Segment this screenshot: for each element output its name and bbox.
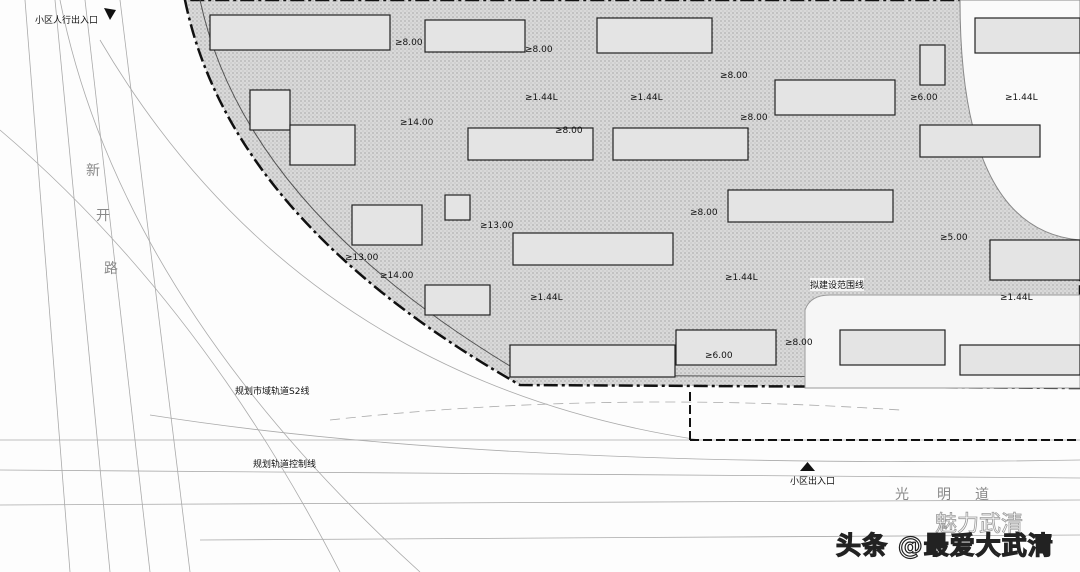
dimension-label: ≥1.44L — [630, 93, 663, 103]
building — [209, 14, 391, 51]
pedestrian-entrance-label: 小区人行出入口 — [35, 16, 99, 26]
dimension-label: ≥8.00 — [555, 126, 583, 136]
dimension-label: ≥6.00 — [910, 93, 938, 103]
building — [444, 194, 471, 221]
dimension-label: ≥6.00 — [705, 351, 733, 361]
building — [839, 329, 946, 366]
rail-s2-label: 规划市域轨道S2线 — [235, 387, 310, 397]
dimension-label: ≥14.00 — [380, 271, 414, 281]
dimension-label: ≥1.44L — [1000, 293, 1033, 303]
building — [612, 127, 749, 161]
building — [675, 329, 777, 366]
entrance-label: 小区出入口 — [790, 477, 836, 487]
lawn-area — [959, 0, 1080, 241]
dimension-label: ≥1.44L — [725, 273, 758, 283]
building — [424, 284, 491, 316]
buildings — [209, 14, 1080, 378]
dimension-label: ≥1.44L — [525, 93, 558, 103]
dimension-label: ≥13.00 — [480, 221, 514, 231]
build-boundary-line — [689, 390, 1080, 441]
dimension-label: ≥8.00 — [740, 113, 768, 123]
building — [467, 127, 594, 161]
dimension-label: ≥5.00 — [940, 233, 968, 243]
building — [351, 204, 423, 246]
rail-control-label: 规划轨道控制线 — [253, 460, 317, 470]
road-south-char-1: 光 — [895, 487, 909, 503]
building — [512, 232, 674, 266]
watermark-main: 头条 @最爱大武清 — [835, 530, 1054, 560]
building — [974, 17, 1080, 54]
building — [509, 344, 676, 378]
building — [989, 239, 1080, 281]
building — [249, 89, 291, 131]
building — [424, 19, 526, 53]
building — [289, 124, 356, 166]
dimension-label: ≥8.00 — [785, 338, 813, 348]
building — [727, 189, 894, 223]
building — [596, 17, 713, 54]
dimension-label: ≥1.44L — [530, 293, 563, 303]
road-west-char-3: 路 — [104, 261, 118, 277]
road-west-char-2: 开 — [96, 208, 110, 224]
dimension-label: ≥13.00 — [345, 253, 379, 263]
dimension-labels: ≥8.00 ≥8.00 ≥8.00 ≥8.00 ≥8.00 ≥8.00 ≥8.00 ≥14.0… — [345, 38, 1038, 361]
watermark-sub: 魅力武清 — [935, 512, 1024, 538]
pedestrian-entrance-marker — [104, 8, 116, 20]
entrance-marker — [800, 462, 815, 471]
road-south-char-3: 道 — [975, 487, 989, 503]
building — [919, 124, 1041, 158]
road-south-char-2: 明 — [937, 487, 951, 503]
dimension-label: ≥8.00 — [525, 45, 553, 55]
building — [919, 44, 946, 86]
dimension-label: ≥8.00 — [720, 71, 748, 81]
building — [774, 79, 896, 116]
dimension-label: ≥8.00 — [690, 208, 718, 218]
dimension-label: ≥14.00 — [400, 118, 434, 128]
building — [959, 344, 1080, 376]
dimension-label: ≥1.44L — [1005, 93, 1038, 103]
dimension-label: ≥8.00 — [395, 38, 423, 48]
site-boundary-inner — [199, 0, 1080, 379]
build-boundary-label: 拟建设范围线 — [810, 278, 865, 291]
road-west-char-1: 新 — [86, 163, 100, 179]
